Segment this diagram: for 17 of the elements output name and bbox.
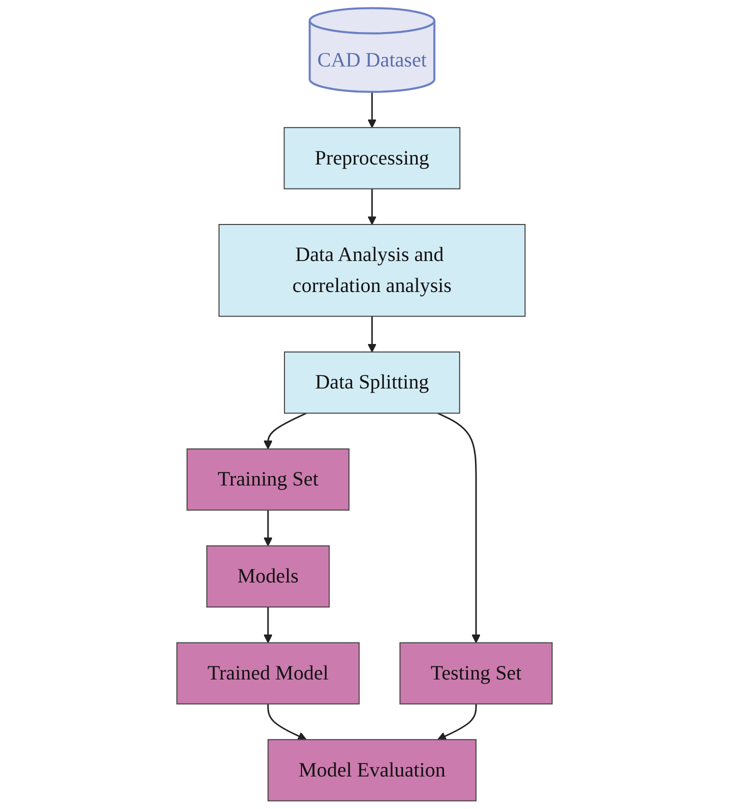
arrow [368, 316, 377, 352]
arrow [264, 412, 307, 450]
node-box: Models [206, 545, 330, 608]
node-box: Trained Model [176, 642, 360, 704]
arrow [368, 188, 377, 225]
node-box: Preprocessing [284, 127, 460, 190]
arrow [437, 412, 481, 644]
node-box: Data Analysis and correlation analysis [218, 224, 526, 317]
node-box: Model Evaluation [268, 739, 477, 802]
arrow [264, 510, 272, 546]
arrow [267, 704, 307, 740]
arrow [264, 607, 272, 644]
node-box: Testing Set [399, 642, 553, 704]
arrow [368, 92, 377, 128]
node-box: Training Set [186, 448, 350, 511]
node-box: Data Splitting [284, 352, 460, 414]
arrow [437, 704, 477, 740]
